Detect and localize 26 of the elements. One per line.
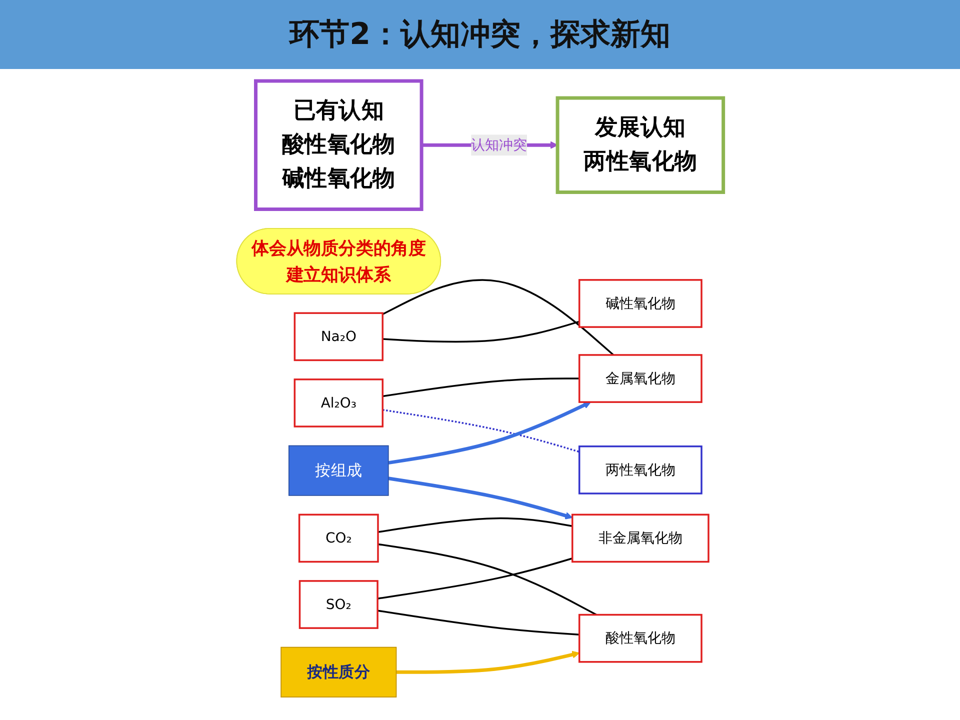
node-box: 酸性氧化物 [578,614,702,663]
connector [378,517,573,533]
connector [382,408,580,453]
edge-label: 认知冲突 [471,136,527,153]
connector [382,320,580,343]
node-box: 发展认知 两性氧化物 [556,96,726,194]
node-box: CO₂ [298,514,379,563]
node-box: 按组成 [288,445,389,496]
node-box: 按性质分 [280,646,397,698]
node-box: SO₂ [298,580,378,629]
connector [382,378,580,398]
connector [377,610,580,636]
arrow [396,650,580,674]
node-box: 金属氧化物 [578,354,702,403]
connector [378,543,597,616]
node-box: 两性氧化物 [578,446,702,494]
node-box: Na₂O [294,312,384,362]
arrow [388,476,573,520]
node-box: 碱性氧化物 [578,279,702,328]
node-box: Al₂O₃ [294,378,384,428]
node-box: 非金属氧化物 [572,514,710,563]
arrow [388,402,592,465]
title-banner: 环节2：认知冲突，探求新知 [0,0,960,69]
connector [382,279,614,356]
connector [377,558,573,600]
node-box: 已有认知 酸性氧化物 碱性氧化物 [254,79,424,211]
